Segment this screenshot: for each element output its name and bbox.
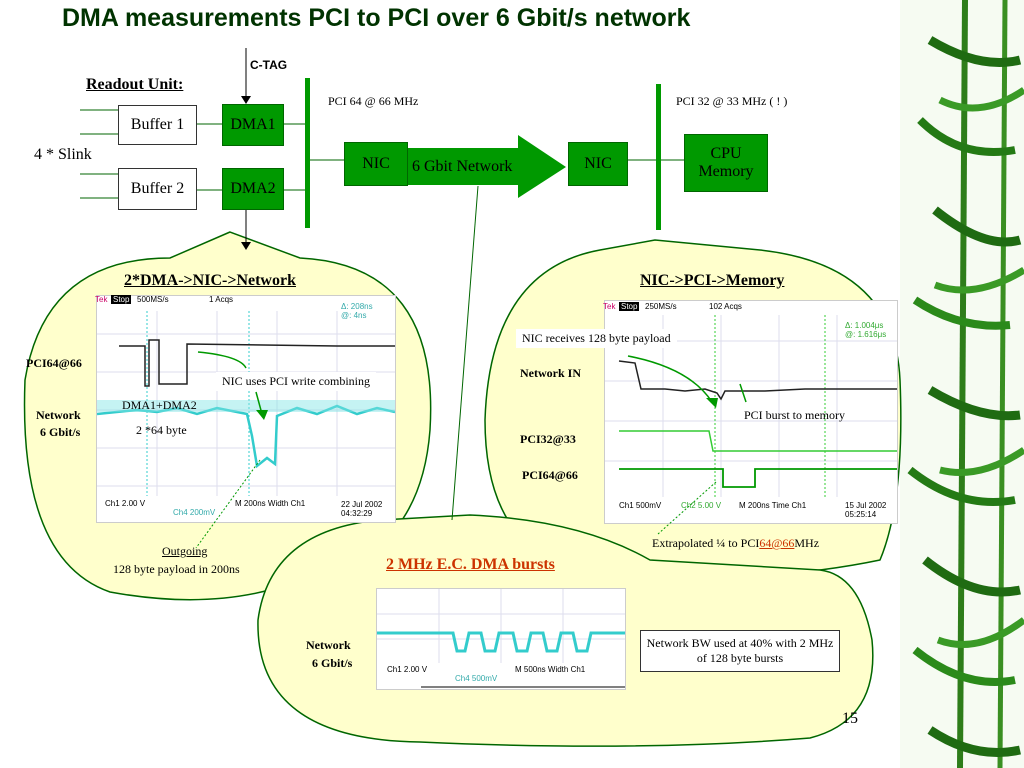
right-scope-acqs: 102 Acqs [709, 302, 742, 311]
cpu-memory-box: CPU Memory [684, 134, 768, 192]
buffer1-box: Buffer 1 [118, 105, 197, 145]
left-pci-label: PCI64@66 [26, 356, 82, 370]
left-dma-note-1: DMA1+DMA2 [122, 398, 197, 412]
right-pci32-label: PCI32@33 [520, 432, 576, 446]
bottom-scope-traces [377, 589, 625, 688]
right-network-in: Network IN [520, 366, 581, 380]
right-extrapolated-pre: Extrapolated ¼ to PCI [652, 536, 760, 550]
right-extrapolated: Extrapolated ¼ to PCI64@66MHz [652, 536, 819, 551]
network-label: 6 Gbit Network [412, 158, 513, 175]
right-pci64-label: PCI64@66 [522, 468, 578, 482]
ctag-label: C-TAG [250, 58, 288, 72]
right-scope-stop: Stop [619, 302, 640, 311]
left-panel-heading: 2*DMA->NIC->Network [124, 272, 296, 289]
left-scope-stop: Stop [111, 295, 132, 304]
bottom-scope-ch4: Ch4 500mV [455, 674, 498, 683]
left-outgoing-2: 128 byte payload in 200ns [113, 562, 240, 576]
pci32-label: PCI 32 @ 33 MHz ( ! ) [676, 94, 788, 108]
right-scope-date: 15 Jul 2002 [845, 501, 887, 510]
right-scope-delta2: @: 1.616μs [845, 330, 887, 339]
right-scope-clock: 05:25:14 [845, 510, 877, 519]
nic-right-box: NIC [568, 142, 628, 186]
left-callout-combining: NIC uses PCI write combining [216, 372, 376, 391]
left-scope-tek: Tek [95, 295, 108, 304]
right-scope-ch2: Ch2 5.00 V [681, 501, 722, 510]
pci64-label: PCI 64 @ 66 MHz [328, 94, 419, 108]
right-scope-tek: Tek [603, 302, 616, 311]
left-scope-traces [97, 311, 395, 496]
left-scope-screen: Tek Stop 500MS/s 1 Acqs Δ: 208ns @: 4ns … [95, 295, 396, 523]
bottom-panel-heading: 2 MHz E.C. DMA bursts [386, 556, 555, 573]
right-scope-delta1: Δ: 1.004μs [845, 321, 884, 330]
bottom-scope-screen: Ch1 2.00 V M 500ns Width Ch1 Ch4 500mV [376, 588, 626, 690]
network-arrow [408, 135, 566, 198]
bottom-network-label-1: Network [306, 638, 351, 652]
left-scope-time: M 200ns Width Ch1 [235, 499, 306, 508]
left-scope-clock: 04:32:29 [341, 509, 373, 518]
bamboo-decoration [900, 0, 1024, 768]
dma2-box: DMA2 [222, 168, 284, 210]
left-scope-ch1: Ch1 2.00 V [105, 499, 146, 508]
dma1-box: DMA1 [222, 104, 284, 146]
page-title: DMA measurements PCI to PCI over 6 Gbit/… [62, 4, 691, 32]
bottom-network-label-2: 6 Gbit/s [312, 656, 353, 670]
bottom-scope-time: M 500ns Width Ch1 [515, 665, 586, 674]
left-dma-note-2: 2 *64 byte [136, 423, 187, 437]
right-extrapolated-post: MHz [794, 536, 820, 550]
readout-unit-label: Readout Unit: [86, 76, 184, 93]
left-scope-rate: 500MS/s [137, 295, 169, 304]
bottom-scope-ch1: Ch1 2.00 V [387, 665, 428, 674]
buffer2-box: Buffer 2 [118, 168, 197, 210]
right-pci-burst: PCI burst to memory [744, 408, 845, 422]
right-scope-rate: 250MS/s [645, 302, 677, 311]
left-network-label-2: 6 Gbit/s [40, 425, 81, 439]
right-scope-ch1: Ch1 500mV [619, 501, 662, 510]
slink-label: 4 * Slink [34, 146, 92, 163]
left-scope-acqs: 1 Acqs [209, 295, 234, 304]
bottom-note-box: Network BW used at 40% with 2 MHz of 128… [640, 630, 840, 672]
left-scope-delta1: Δ: 208ns [341, 302, 373, 311]
left-scope-delta2: @: 4ns [341, 311, 367, 320]
nic-left-box: NIC [344, 142, 408, 186]
left-scope-date: 22 Jul 2002 [341, 500, 383, 509]
right-panel-heading: NIC->PCI->Memory [640, 272, 785, 289]
right-scope-time: M 200ns Time Ch1 [739, 501, 807, 510]
left-scope-ch4: Ch4 200mV [173, 508, 216, 517]
page-number: 15 [842, 710, 858, 727]
left-network-label-1: Network [36, 408, 81, 422]
right-extrapolated-red: 64@66 [759, 536, 795, 550]
right-callout-receives: NIC receives 128 byte payload [516, 329, 677, 348]
